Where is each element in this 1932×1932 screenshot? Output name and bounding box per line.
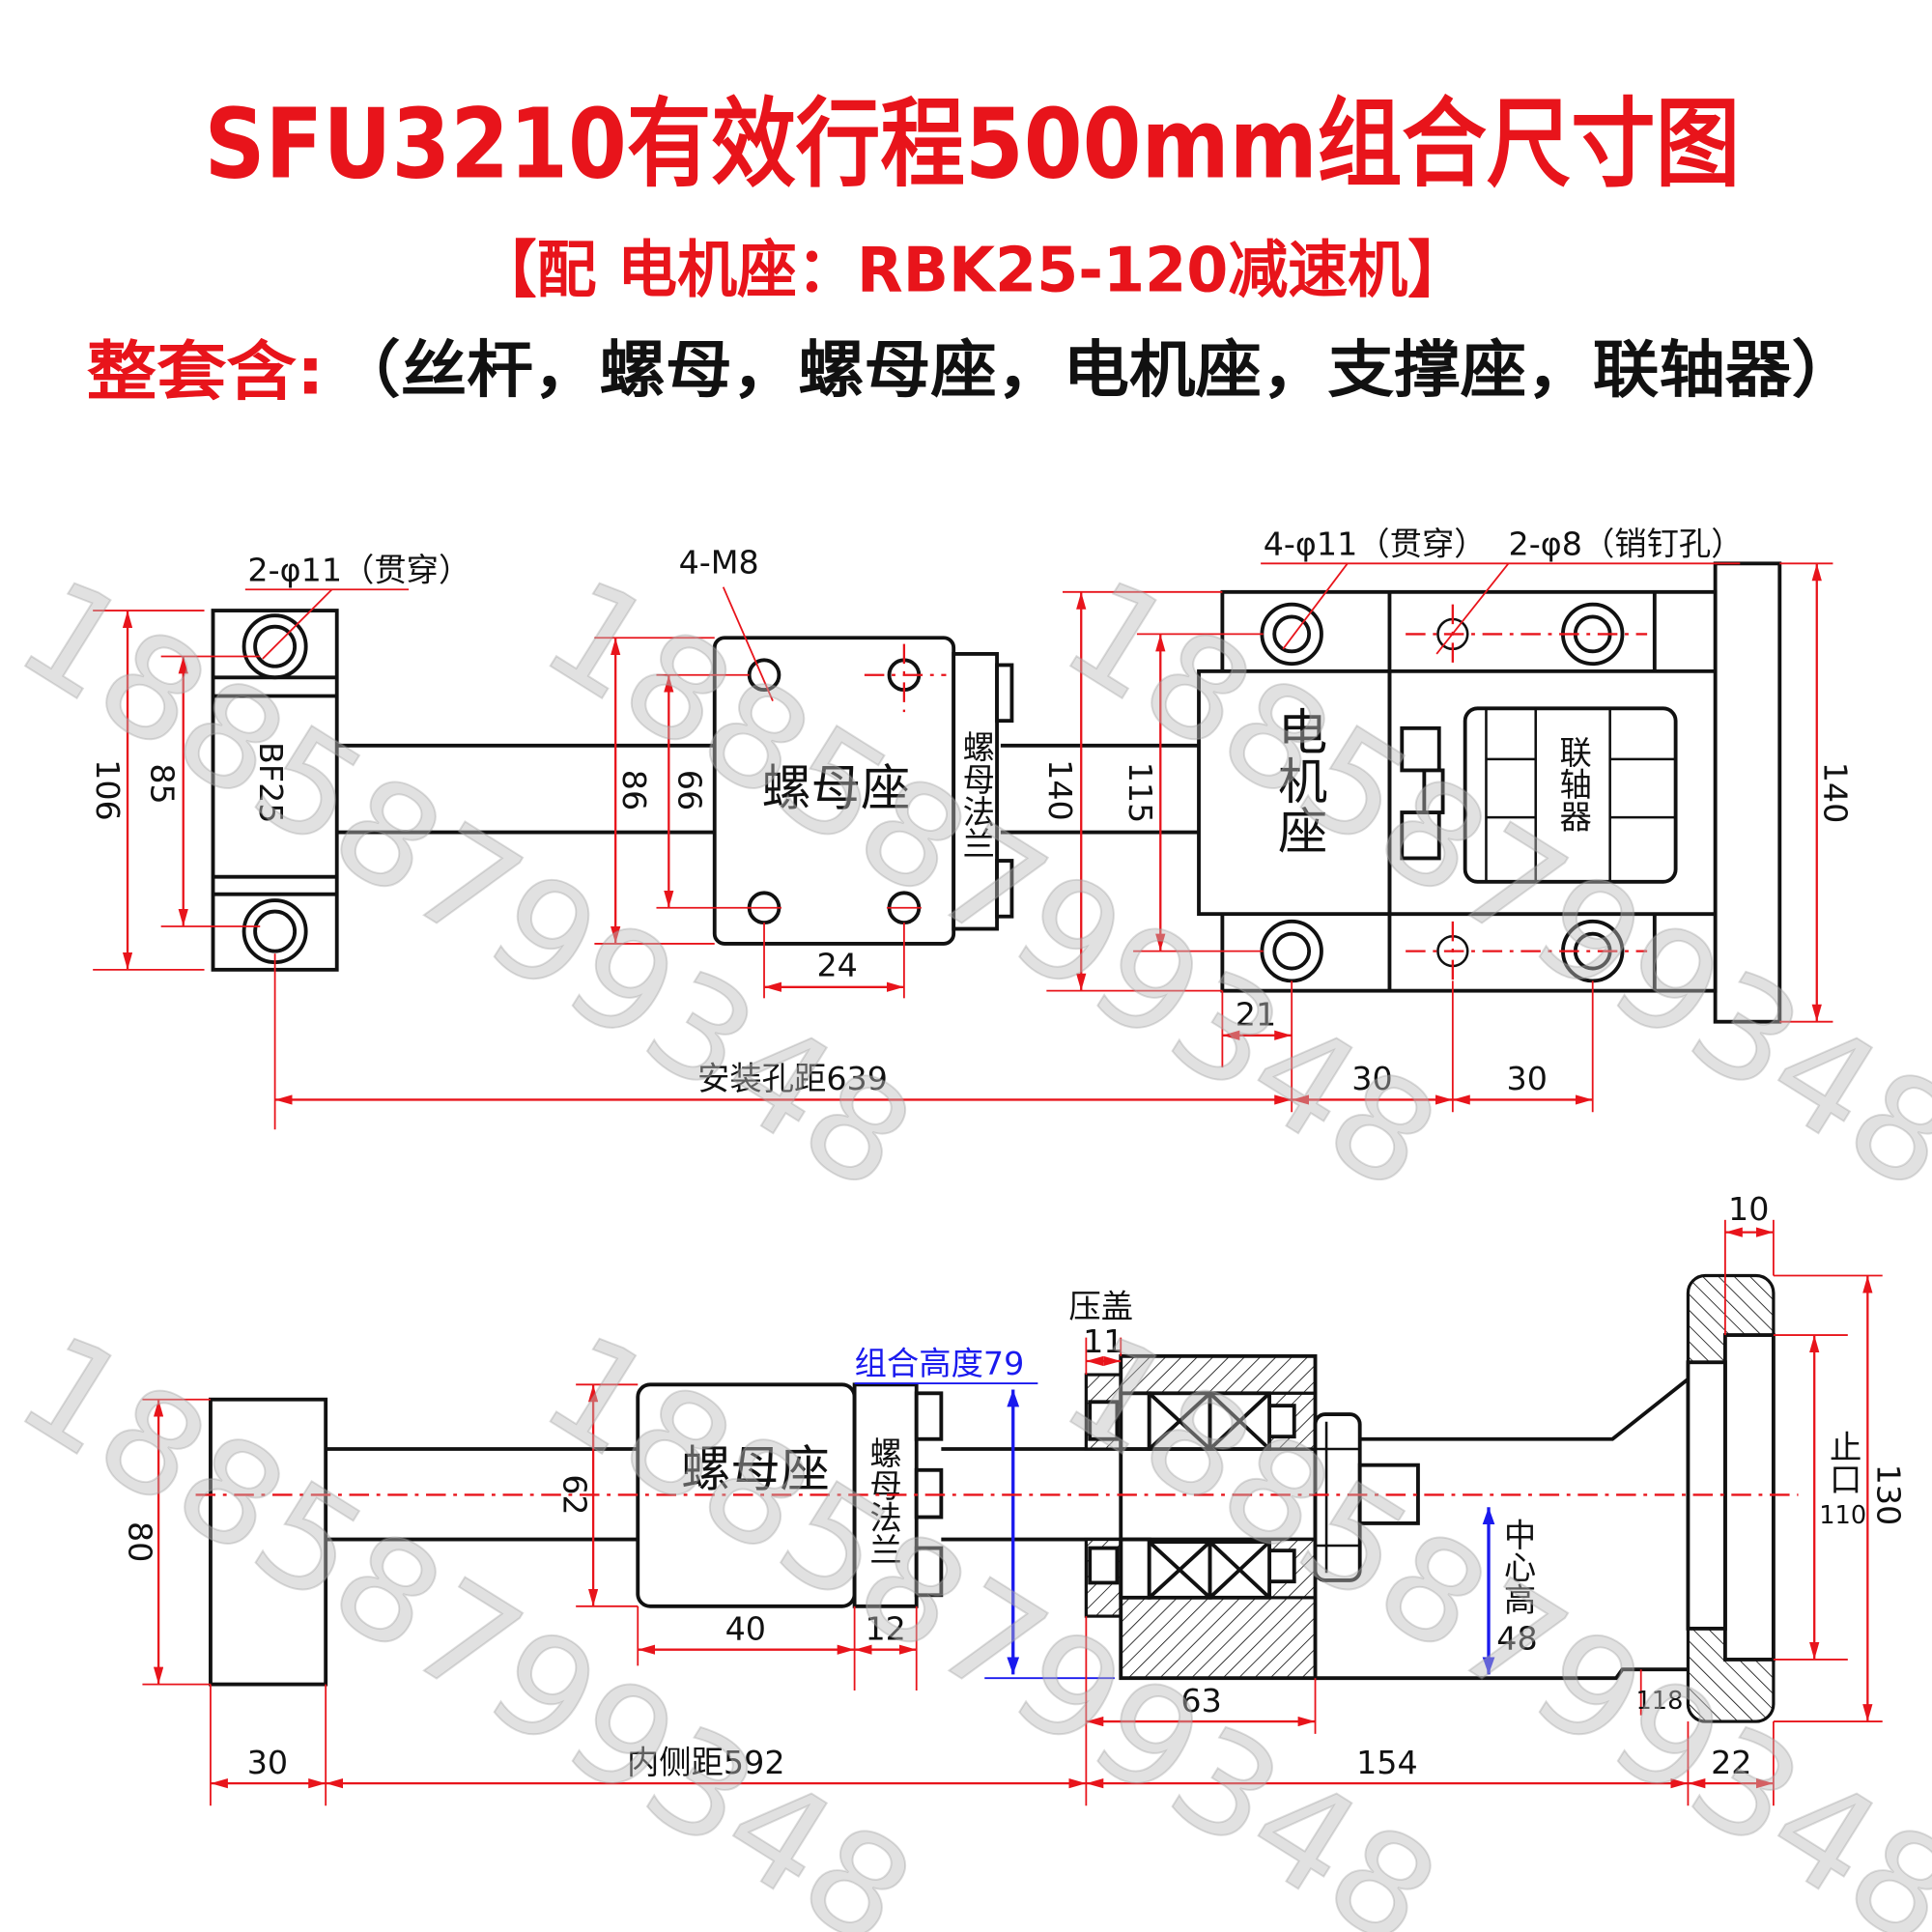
press-cover-thickness-dimension: 11 — [1083, 1322, 1123, 1360]
flange-side-height-dimension: 130 — [1870, 1464, 1908, 1526]
leader-line — [1435, 562, 1510, 655]
coupling-label: 联轴器 — [1554, 736, 1592, 833]
nut-flange-tab — [995, 859, 1014, 919]
spigot-label: 止口 — [1824, 1431, 1861, 1495]
bearing-cross — [1208, 1540, 1271, 1600]
motor-seat-length-dimension: 154 — [1356, 1744, 1418, 1781]
motor-seat-label: 电机座 — [1269, 706, 1327, 855]
center-height-value: 48 — [1496, 1620, 1537, 1658]
nut-flange-label: 螺母法兰 — [865, 1436, 902, 1565]
hole-spacing-dimension: 30 — [1507, 1060, 1548, 1097]
nut-flange-label: 螺母法兰 — [957, 730, 995, 859]
press-cover-label: 压盖 — [1068, 1288, 1133, 1325]
nut-seat-pitch-h-dimension: 24 — [816, 946, 857, 983]
motor-seat-lower-edge — [1315, 1667, 1689, 1681]
nut-seat-label: 螺母座 — [681, 1440, 830, 1498]
bearing-cross — [1208, 1391, 1271, 1451]
bearing-cross — [1148, 1391, 1211, 1451]
press-cover-top-inner — [1088, 1400, 1120, 1441]
nut-flange-tab — [995, 663, 1014, 724]
motor-shaft-stub — [1400, 810, 1441, 861]
leader-line — [1282, 562, 1349, 650]
housing-length-dimension: 63 — [1180, 1682, 1221, 1719]
side-view: 80 螺母座 螺母法兰 62 40 12 组合高度79 — [121, 1190, 1908, 1806]
bearing-housing — [1084, 1353, 1420, 1681]
nut-seat-height-dimension: 86 — [615, 770, 653, 810]
motor-seat-pitch-dimension: 115 — [1122, 762, 1159, 824]
motor-seat-height-dimension: 140 — [1041, 759, 1079, 821]
motor-shaft-key — [1422, 768, 1445, 814]
nut-seat-top: 螺母座 螺母法兰 — [712, 636, 1014, 946]
motor-shaft-stub — [1400, 725, 1441, 773]
spigot-diameter-dimension: 110 — [1819, 1501, 1866, 1530]
motor-seat-offset-dimension: 21 — [1236, 996, 1276, 1034]
support-side-height-dimension: 80 — [121, 1521, 158, 1562]
housing-bore-left — [1119, 1537, 1151, 1600]
nut-flange-tab — [914, 1467, 944, 1520]
nut-flange-tab — [914, 1546, 944, 1598]
bearing-cross — [1148, 1540, 1211, 1600]
nut-flange-tab — [914, 1391, 944, 1441]
support-hole-inner — [253, 909, 298, 953]
support-hole-inner — [253, 624, 298, 668]
nut-seat-pitch-v-dimension: 66 — [671, 770, 709, 810]
small-gap-dimension: 118 — [1635, 1687, 1683, 1716]
hole-spacing-dimension: 30 — [1351, 1060, 1392, 1097]
press-cover-bottom-inner — [1088, 1546, 1120, 1585]
motor-seat-body — [1197, 668, 1392, 917]
flange-height-dimension: 140 — [1816, 762, 1854, 824]
bearing-bottom — [1147, 1540, 1272, 1600]
support-block-label: BF25 — [252, 742, 290, 823]
mounting-distance-dimension: 安装孔距639 — [697, 1060, 888, 1097]
motor-seat-holes-callout: 4-φ11（贯穿） — [1264, 525, 1487, 562]
header: SFU3210有效行程500mm组合尺寸图 【配 电机座：RBK25-120减速… — [87, 87, 1858, 409]
motor-seat-hole-inner — [1272, 614, 1312, 654]
motor-seat-hole-inner — [1272, 931, 1312, 971]
bf25-support-block: BF25 — [211, 609, 339, 972]
motor-seat-upper-edge — [1359, 1376, 1692, 1441]
bearing-top — [1147, 1391, 1272, 1451]
spigot-depth-dimension: 10 — [1728, 1190, 1769, 1228]
nut-flange-body — [952, 652, 999, 931]
nut-seat-thread-callout: 4-M8 — [679, 544, 759, 582]
coupling-outline — [1463, 706, 1678, 884]
center-height-label: 中心高 — [1498, 1519, 1536, 1615]
support-hole-outer — [242, 613, 308, 680]
assembly-height-label: 组合高度79 — [855, 1345, 1025, 1382]
support-block-side — [209, 1397, 328, 1687]
support-hole-pitch-dimension: 85 — [143, 763, 181, 804]
leader-line — [722, 586, 774, 701]
leader-line — [262, 588, 333, 660]
contents-items: （丝杆，螺母，螺母座，电机座，支撑座，联轴器） — [334, 335, 1858, 407]
nut-seat-label: 螺母座 — [761, 759, 910, 817]
spacer-ring-top-inner — [1267, 1404, 1296, 1439]
housing-bottom-section — [1119, 1596, 1318, 1680]
top-view: BF25 106 85 2-φ11（贯穿） 螺母座 — [89, 525, 1854, 1130]
page-subtitle: 【配 电机座：RBK25-120减速机】 — [477, 235, 1468, 306]
nut-seat-length-dimension: 40 — [725, 1609, 766, 1647]
support-height-dimension: 106 — [89, 759, 127, 821]
inner-distance-dimension: 内侧距592 — [627, 1744, 785, 1781]
pin-holes-callout: 2-φ8（销钉孔） — [1509, 525, 1744, 562]
flange-spigot — [1722, 1333, 1776, 1662]
support-width-dimension: 30 — [247, 1744, 288, 1781]
nut-flange-width-dimension: 12 — [865, 1609, 905, 1647]
contents-label: 整套含: — [87, 334, 325, 410]
flange-thickness-dimension: 22 — [1711, 1744, 1751, 1781]
support-holes-callout: 2-φ11（贯穿） — [247, 551, 470, 588]
motor-seat-top: 电机座 联轴器 — [1197, 561, 1782, 1024]
motor-flange-side — [1686, 1273, 1776, 1723]
page-title: SFU3210有效行程500mm组合尺寸图 — [205, 87, 1741, 200]
